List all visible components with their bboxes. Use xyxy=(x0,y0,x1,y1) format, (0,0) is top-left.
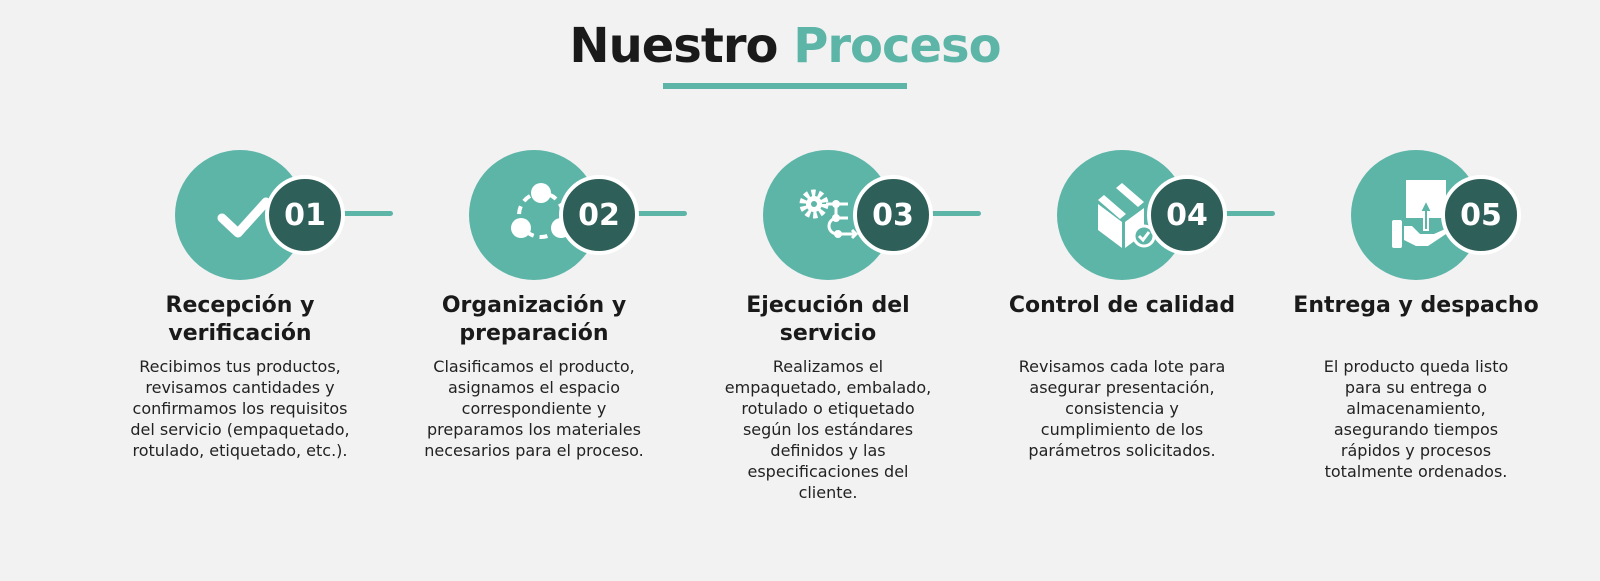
step-description: Clasificamos el producto, asignamos el e… xyxy=(424,357,644,460)
step-description: El producto queda listo para su entrega … xyxy=(1323,357,1509,481)
gear-workflow-icon xyxy=(799,189,859,240)
step-number-badge: 01 xyxy=(265,175,345,255)
step-title: Ejecución del servicio xyxy=(746,293,910,346)
page-title: Nuestro Proceso xyxy=(0,18,1570,74)
step-title: Organización y preparación xyxy=(441,293,627,346)
step-description: Revisamos cada lote para asegurar presen… xyxy=(1018,357,1226,460)
box-check-icon xyxy=(1098,183,1156,248)
step-description: Realizamos el empaquetado, embalado, rot… xyxy=(724,357,932,502)
step-number-badge: 04 xyxy=(1147,175,1227,255)
title-part1: Nuestro xyxy=(569,18,778,74)
step-number-badge: 05 xyxy=(1441,175,1521,255)
checkmark-icon xyxy=(217,197,271,238)
step-number-badge: 02 xyxy=(559,175,639,255)
title-part2: Proceso xyxy=(793,18,1001,74)
step-title: Control de calidad xyxy=(1008,293,1236,318)
step-title: Entrega y despacho xyxy=(1293,293,1539,318)
step-description: Recibimos tus productos, revisamos canti… xyxy=(130,357,350,460)
hand-box-delivery-icon xyxy=(1392,180,1452,248)
step-number-badge: 03 xyxy=(853,175,933,255)
title-underline xyxy=(663,83,907,89)
step-title: Recepción y verificación xyxy=(165,293,315,346)
